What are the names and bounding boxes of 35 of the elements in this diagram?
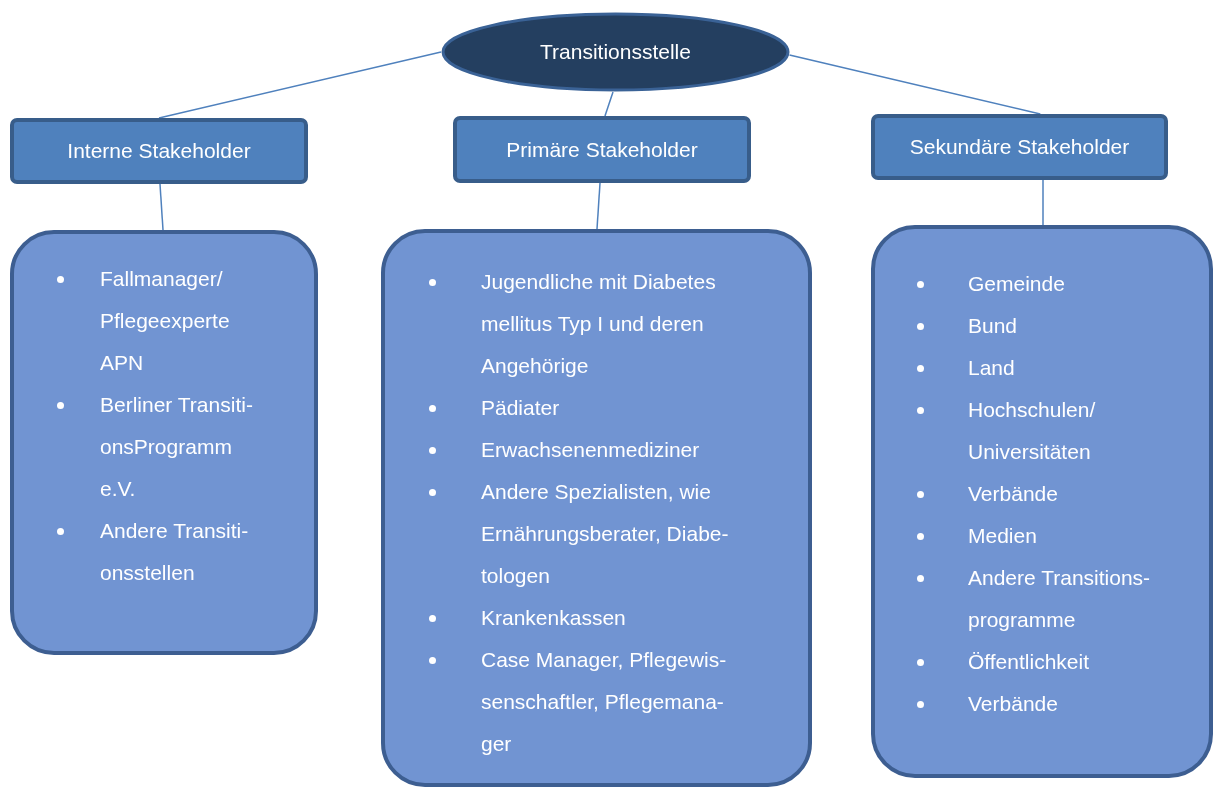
connector-line bbox=[1042, 179, 1044, 226]
list-item-text: Jugendliche mit Diabetes mellitus Typ I und deren Angehörige bbox=[481, 269, 717, 379]
stakeholder-box bbox=[871, 114, 1168, 180]
list-box bbox=[10, 230, 318, 655]
list-box bbox=[871, 225, 1213, 778]
box-title: Interne Stakeholder bbox=[67, 139, 251, 163]
connector-line bbox=[158, 51, 442, 119]
list-item-text: Erwachsenenmediziner bbox=[481, 437, 701, 463]
list-item-text: Land bbox=[968, 355, 1016, 381]
box-title: Sekundäre Stakeholder bbox=[909, 135, 1130, 159]
list-item-text: Pädiater bbox=[481, 395, 561, 421]
list-item-text: Andere Spezialisten, wie Ernährungsberater, Diabe-tologen bbox=[481, 479, 730, 589]
list-item-text: Verbände bbox=[968, 691, 1059, 717]
list-item-text: Gemeinde bbox=[968, 271, 1066, 297]
connector-line bbox=[159, 183, 164, 231]
list-item-text: Berliner Transiti-onsProgramm e.V. bbox=[100, 392, 254, 502]
stakeholder-box bbox=[10, 118, 308, 184]
list-item-text: Fallmanager/ Pflegeexperte APN bbox=[100, 266, 231, 376]
list-item-text: Case Manager, Pflegewis-senschaftler, Pflegemana-ger bbox=[481, 647, 728, 757]
list-item-text: Öffentlichkeit bbox=[968, 649, 1090, 675]
list-item-text: Bund bbox=[968, 313, 1019, 339]
list-item-text: Medien bbox=[968, 523, 1038, 549]
connector-line bbox=[596, 182, 601, 230]
connector-line bbox=[604, 91, 614, 117]
list-item-text: Andere Transitions-programme bbox=[968, 565, 1152, 633]
connector-line bbox=[788, 54, 1042, 115]
stakeholder-box bbox=[453, 116, 751, 183]
list-item-text: Verbände bbox=[968, 481, 1059, 507]
list-item-text: Krankenkassen bbox=[481, 605, 627, 631]
box-title: Primäre Stakeholder bbox=[506, 137, 698, 162]
list-item-text: Hochschulen/ Universitäten bbox=[968, 397, 1097, 465]
ellipse-node bbox=[441, 12, 790, 92]
node-title: Transitionsstelle bbox=[540, 40, 691, 64]
list-item-text: Andere Transiti-onsstellen bbox=[100, 518, 250, 586]
list-box bbox=[381, 229, 812, 787]
